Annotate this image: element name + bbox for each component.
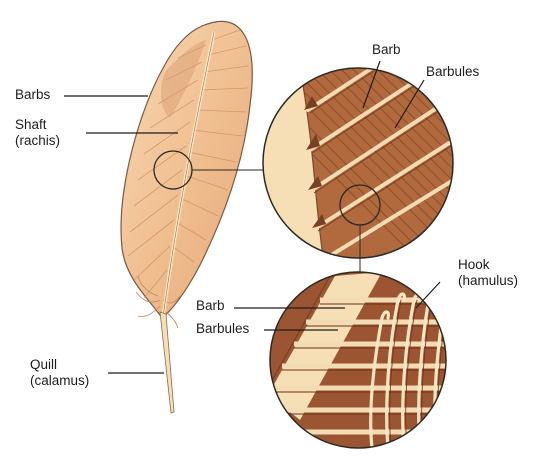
label-barbs: Barbs: [15, 87, 50, 103]
label-barbules-bottom: Barbules: [196, 321, 249, 337]
label-barb-bottom: Barb: [196, 298, 225, 314]
label-barbules-top: Barbules: [426, 64, 479, 80]
label-quill: Quill (calamus): [30, 357, 89, 389]
quill-calamus: [160, 312, 174, 413]
label-shaft: Shaft (rachis): [15, 117, 60, 149]
label-hook: Hook (hamulus): [458, 257, 518, 289]
label-barb-top: Barb: [372, 42, 401, 58]
